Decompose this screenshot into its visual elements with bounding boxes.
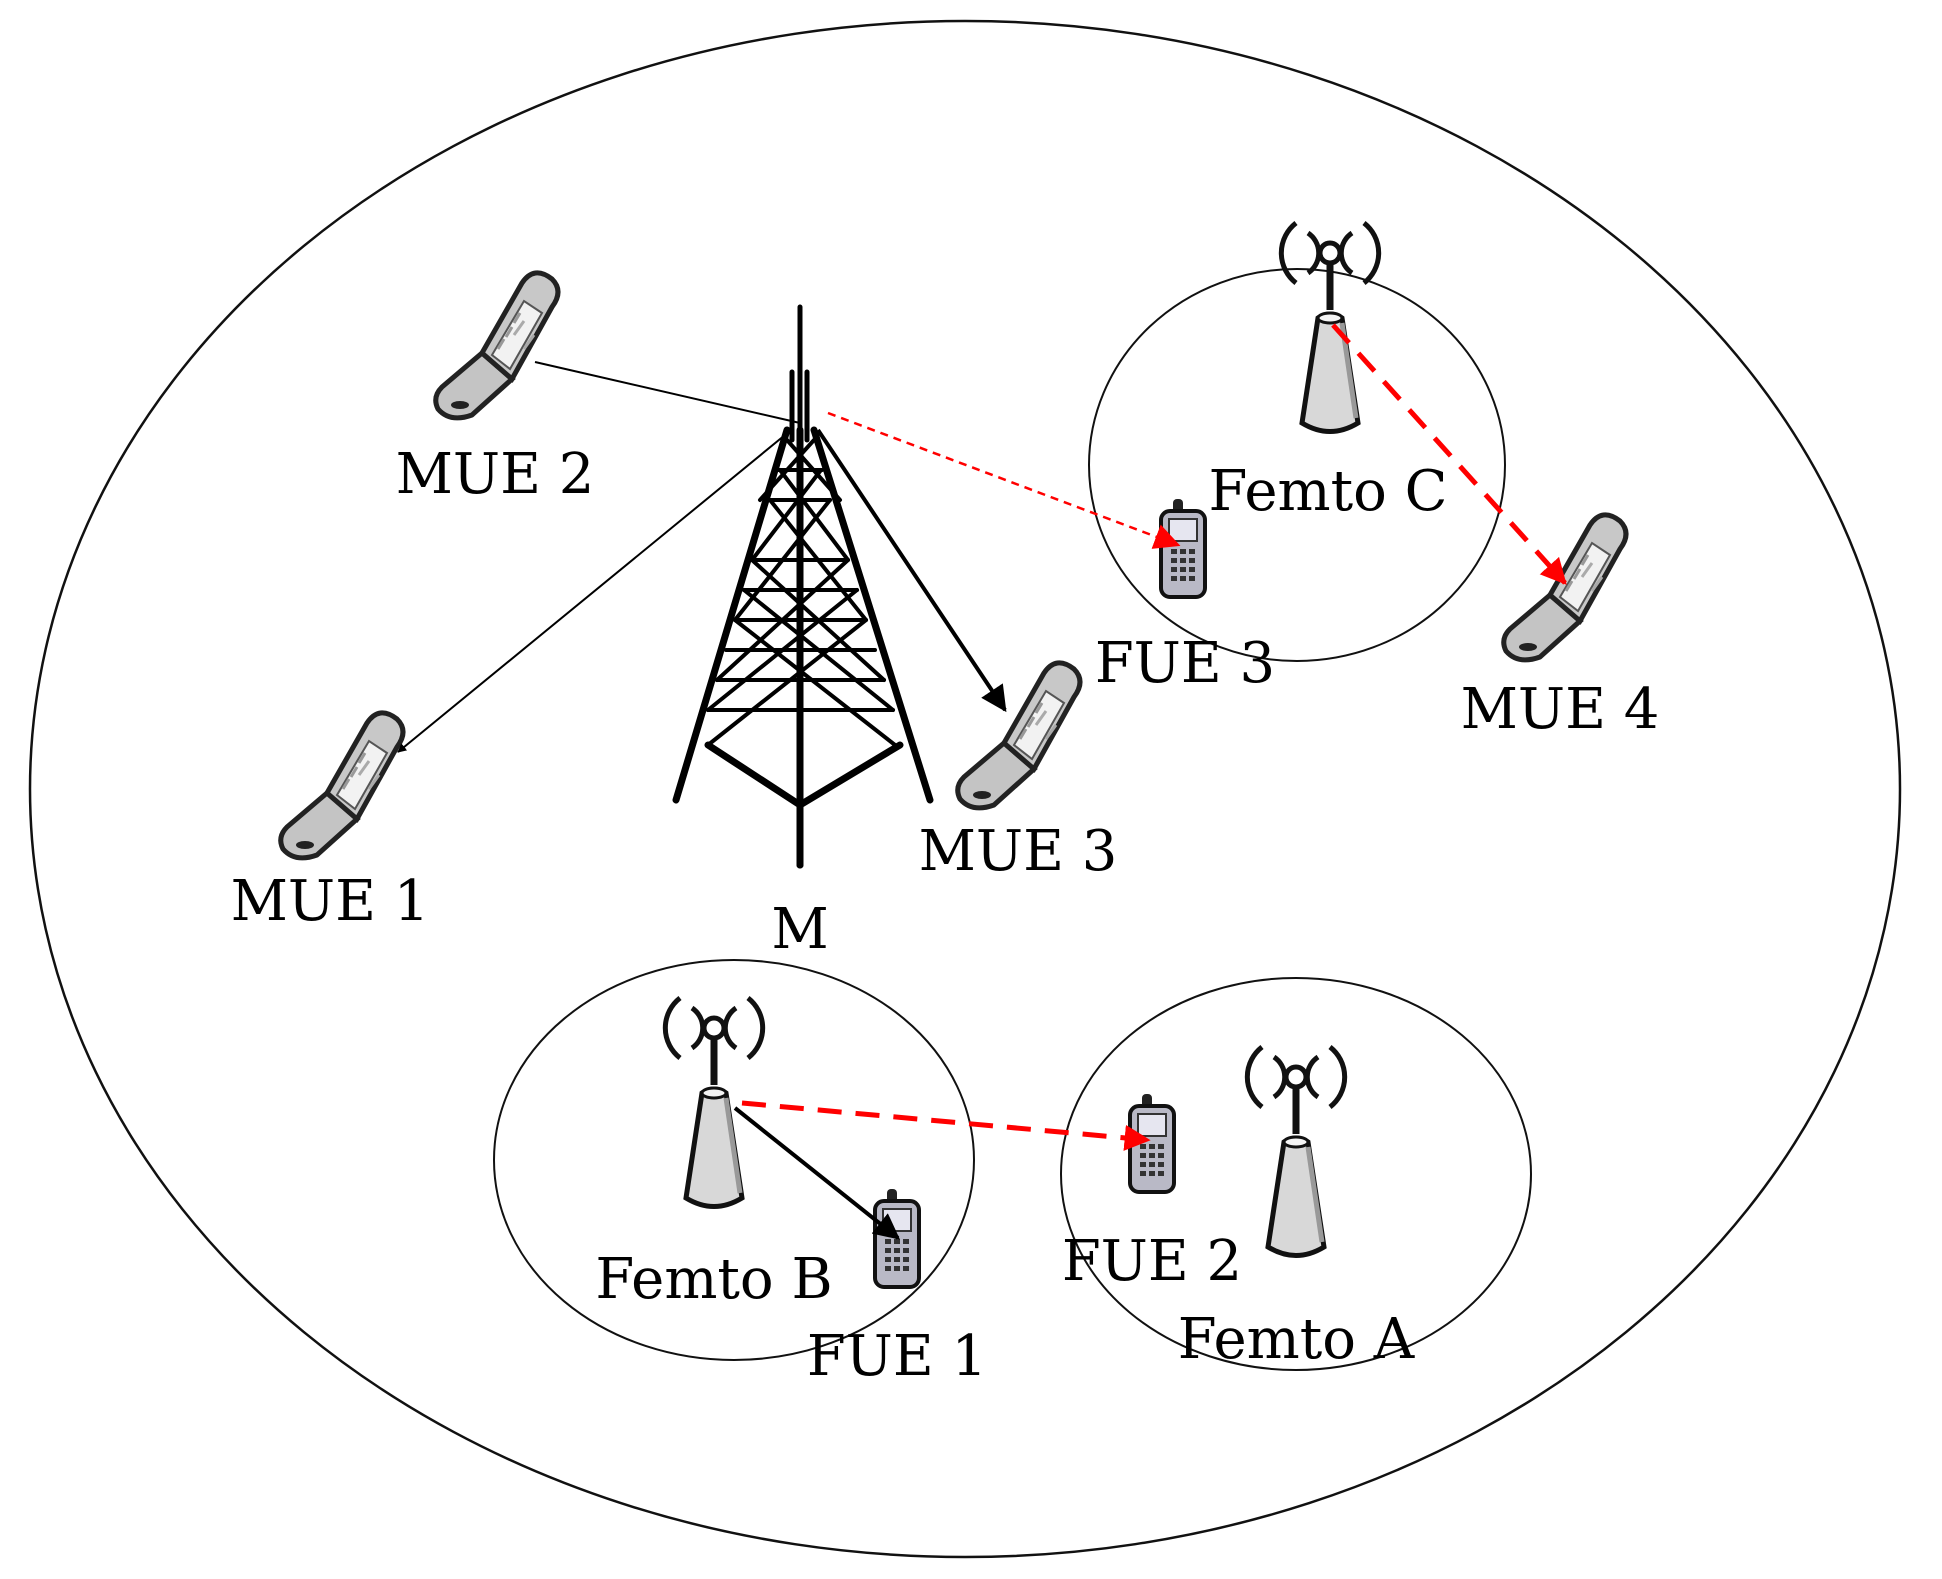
mue-3-label: MUE 3 <box>919 819 1118 884</box>
fue-3-label: FUE 3 <box>1095 631 1275 696</box>
link-m-mue3 <box>816 428 1007 713</box>
mue-4-label: MUE 4 <box>1461 677 1660 742</box>
mue-2-phone-icon <box>436 273 558 418</box>
interference-femtob-fue2 <box>741 1100 1151 1151</box>
macro-label: M <box>771 897 828 962</box>
femtocell-c-boundary <box>1088 268 1506 662</box>
macrocell-boundary <box>28 19 1902 1559</box>
fue-1-label: FUE 1 <box>807 1324 987 1389</box>
fue-2-label: FUE 2 <box>1062 1229 1242 1294</box>
interference-femtoc-mue4 <box>1331 323 1567 585</box>
mue-3-phone-icon <box>958 663 1080 808</box>
femto-a-bs-icon <box>1247 1047 1344 1256</box>
fue-2-handset-icon <box>1128 1092 1176 1194</box>
interference-m-fue3 <box>827 411 1181 549</box>
macro-tower-icon <box>672 304 934 869</box>
link-m-mue2 <box>534 361 801 424</box>
mue-1-phone-icon <box>281 713 403 858</box>
femtocell-a-boundary <box>1060 977 1532 1371</box>
femto-a-label: Femto A <box>1178 1307 1415 1372</box>
fue-3-handset-icon <box>1159 497 1207 599</box>
femto-b-label: Femto B <box>595 1247 832 1312</box>
mue-1-label: MUE 1 <box>231 869 430 934</box>
femtocell-b-boundary <box>493 959 975 1361</box>
link-femtob-fue1 <box>733 1106 901 1240</box>
femto-c-bs-icon <box>1281 223 1378 432</box>
femto-c-label: Femto C <box>1209 459 1448 524</box>
mue-2-label: MUE 2 <box>396 442 595 507</box>
link-m-mue1 <box>397 434 786 753</box>
